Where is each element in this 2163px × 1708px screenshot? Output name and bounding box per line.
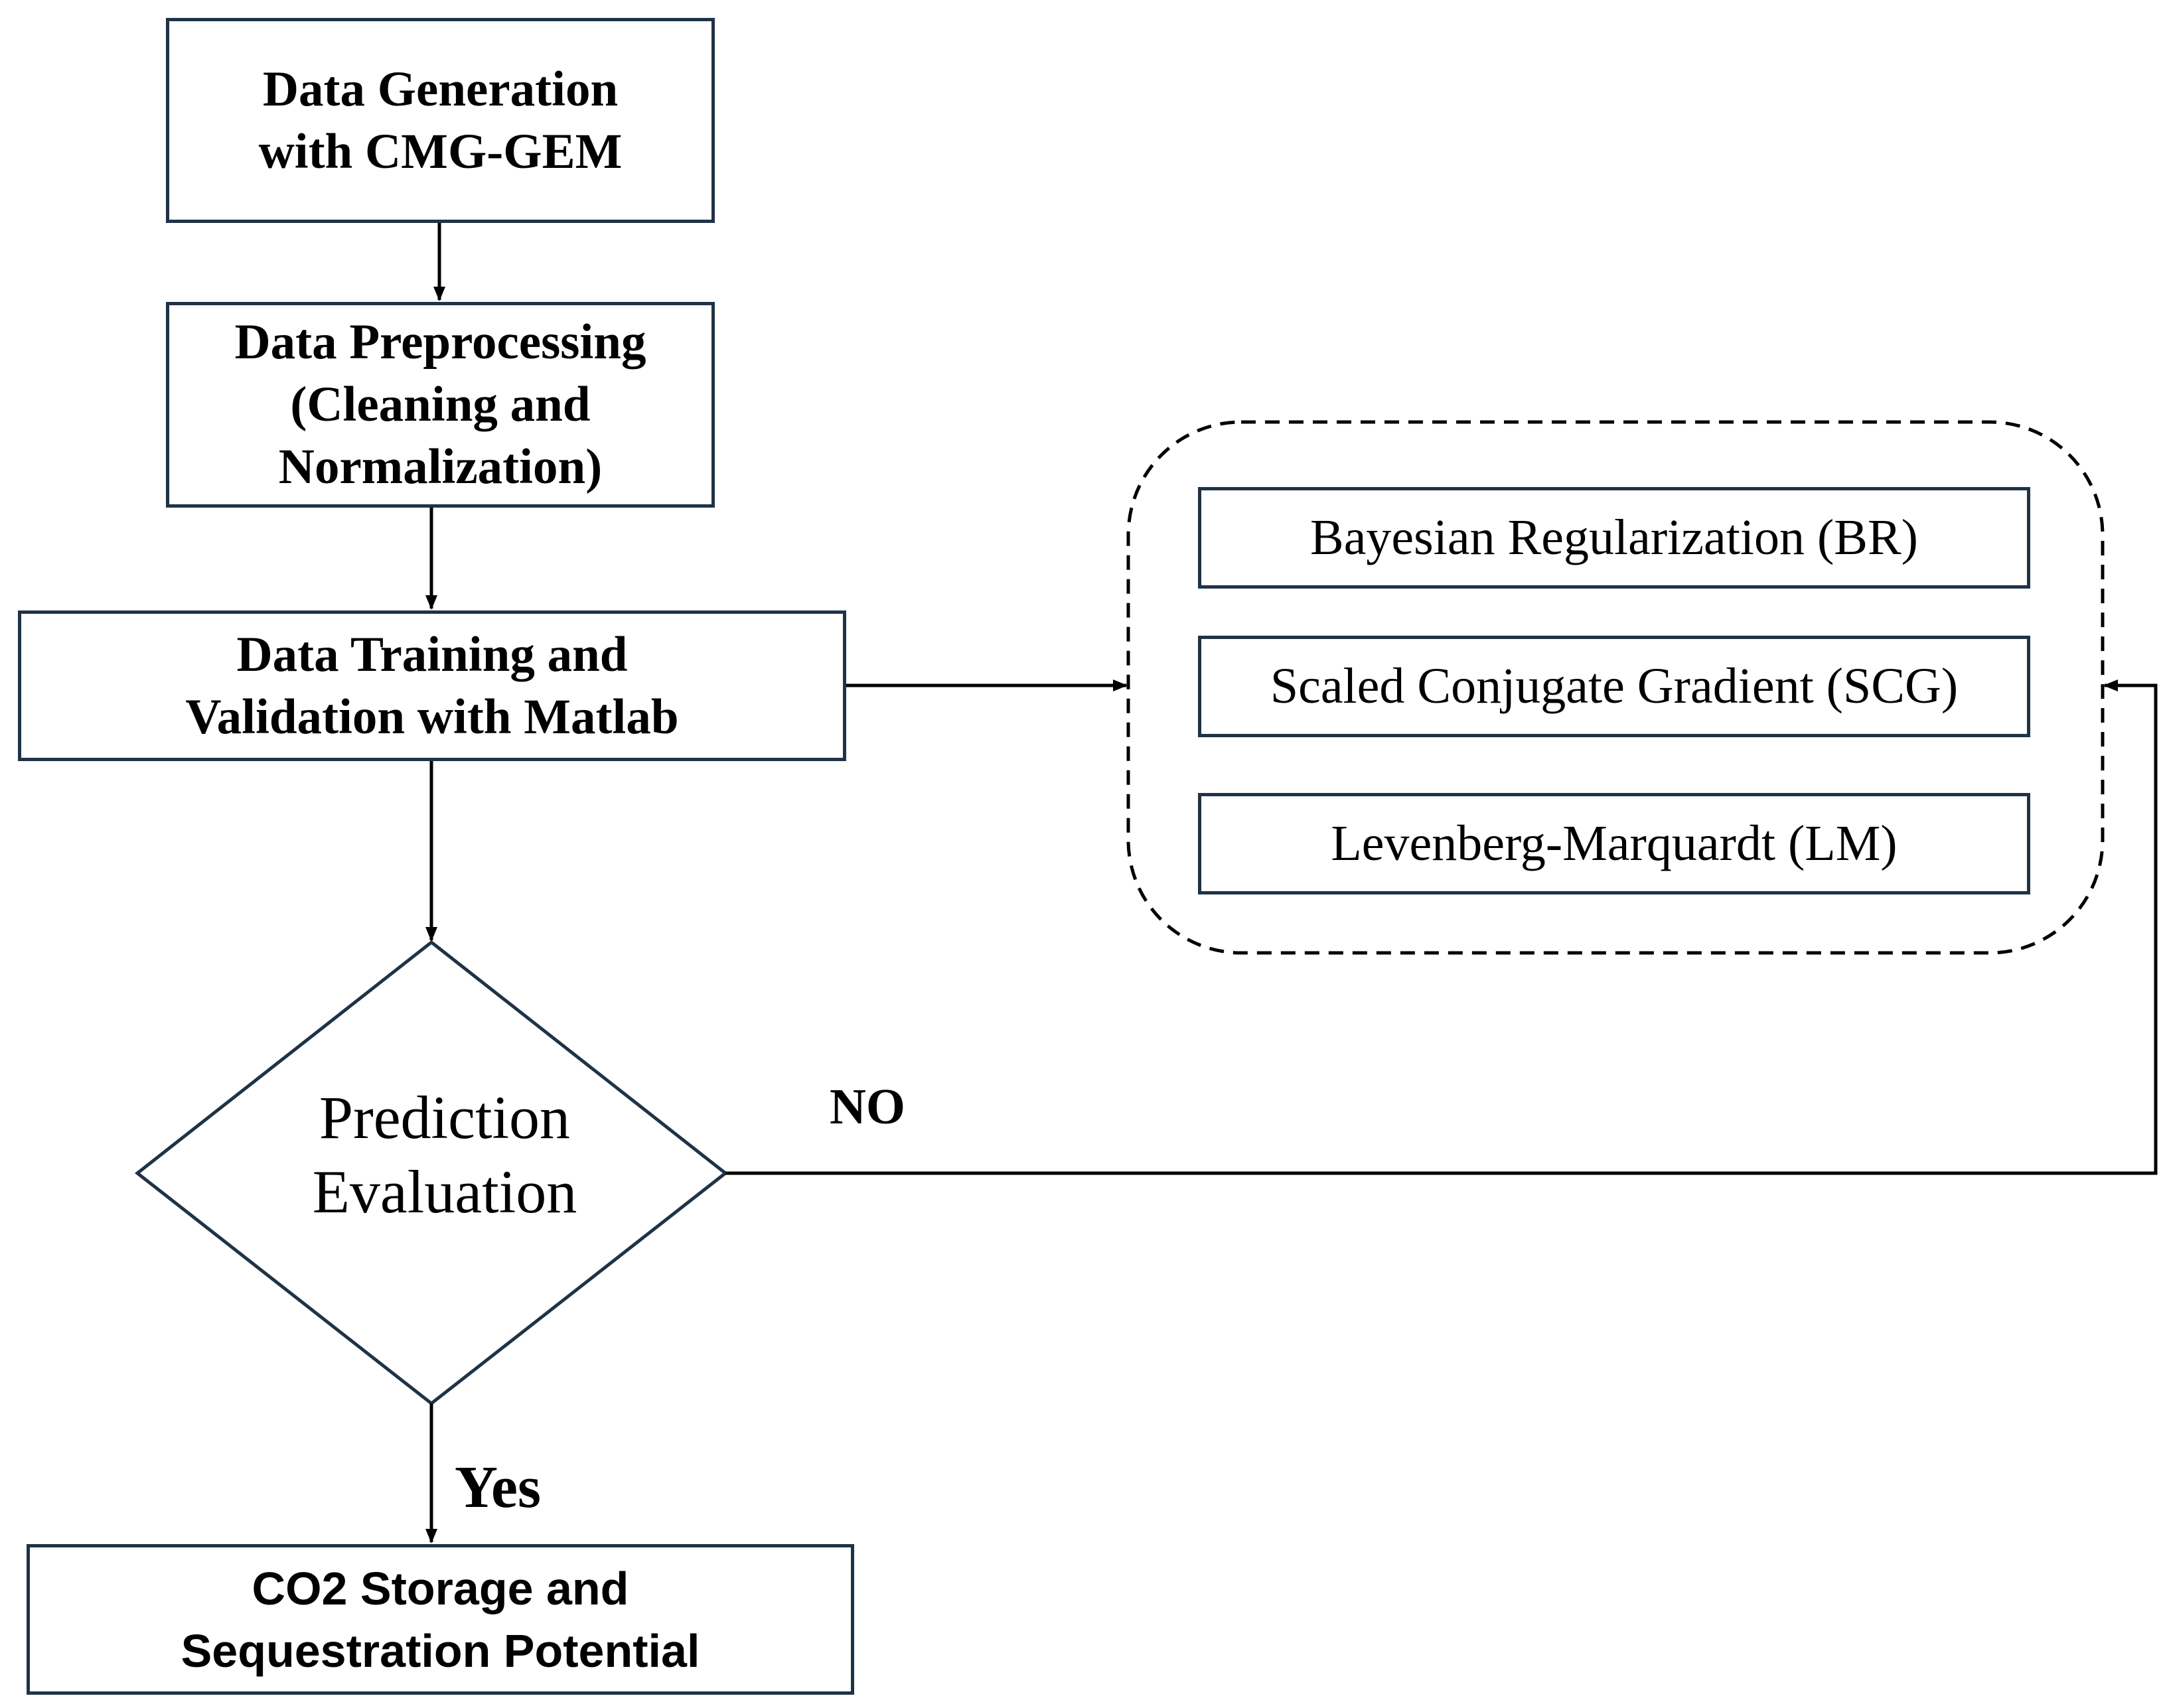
data-training-box: Data Training and Validation with Matlab bbox=[18, 610, 846, 761]
algorithm-label-scg: Scaled Conjugate Gradient (SCG) bbox=[1270, 658, 1959, 714]
algorithm-group-outline bbox=[1126, 420, 2105, 955]
data-generation-label: Data Generation with CMG-GEM bbox=[258, 61, 623, 179]
algorithm-label-lm: Levenberg-Marquardt (LM) bbox=[1331, 816, 1898, 871]
algorithm-label-br: Bayesian Regularization (BR) bbox=[1310, 510, 1918, 565]
data-generation-box: Data Generation with CMG-GEM bbox=[166, 18, 715, 223]
arrow-no-feedback-loop bbox=[725, 679, 2158, 1175]
data-preprocessing-label: Data Preprocessing (Cleaning and Normali… bbox=[234, 315, 646, 494]
algorithm-box-br: Bayesian Regularization (BR) bbox=[1198, 487, 2030, 589]
prediction-evaluation-label: Prediction Evaluation bbox=[312, 1084, 577, 1226]
yes-edge-label: Yes bbox=[455, 1455, 541, 1520]
no-edge-label: NO bbox=[830, 1079, 905, 1135]
algorithm-box-lm: Levenberg-Marquardt (LM) bbox=[1198, 793, 2030, 894]
data-training-label: Data Training and Validation with Matlab bbox=[185, 626, 679, 745]
data-preprocessing-box: Data Preprocessing (Cleaning and Normali… bbox=[166, 302, 715, 508]
algorithm-box-scg: Scaled Conjugate Gradient (SCG) bbox=[1198, 636, 2030, 737]
co2-storage-box: CO2 Storage and Sequestration Potential bbox=[27, 1544, 854, 1695]
prediction-evaluation-text: Prediction Evaluation bbox=[212, 1078, 677, 1231]
co2-storage-label: CO2 Storage and Sequestration Potential bbox=[181, 1562, 700, 1677]
